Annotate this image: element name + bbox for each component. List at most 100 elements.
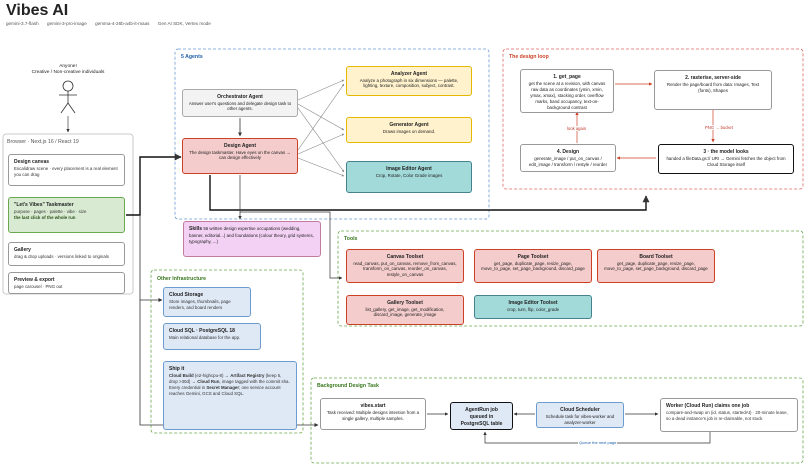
agents-frame: [174, 48, 490, 220]
png-bucket-label: PNG → bucket: [704, 125, 734, 130]
design-canvas-desc: Excalidraw scene · every placement is a …: [14, 165, 118, 177]
image-editor-toolset[interactable]: Image Editor Toolset crop, turn, flip, c…: [474, 295, 592, 319]
skills-title: Skills: [189, 226, 203, 232]
ship-it-secrets: Every credential in Secret Manager; one …: [169, 385, 291, 397]
tools-frame: [337, 230, 804, 327]
ship-it-box[interactable]: Ship it Cloud Build (e2-highcpu-8) → Art…: [163, 361, 297, 430]
generator-agent[interactable]: Generator Agent Draws images on demand.: [346, 117, 472, 143]
loop-step-2[interactable]: 2. rasterise, server-side Render the pag…: [654, 70, 772, 110]
worker-box[interactable]: Worker (Cloud Run) claims one job compar…: [660, 398, 798, 432]
bgtask-frame: [310, 377, 804, 464]
actor-desc: Creative / Non-creative individuals: [31, 70, 105, 76]
loop-step-2-desc: Render the page/board from data: Images,…: [666, 81, 760, 93]
worker-desc: compare-and-swap on (id, status, started…: [666, 409, 788, 421]
cloud-scheduler-desc: Schedule task for vibes-worker and analy…: [545, 413, 615, 425]
preview-title: Preview & export: [14, 277, 55, 283]
gallery-toolset-desc: list_gallery, get_image, get_modificatio…: [365, 306, 445, 318]
cloud-storage-box[interactable]: Cloud Storage Store images, thumbnails, …: [163, 287, 251, 317]
cloud-scheduler-box[interactable]: Cloud Scheduler Schedule task for vibes-…: [536, 402, 624, 428]
orchestrator-agent[interactable]: Orchestrator Agent Answer user's questio…: [182, 89, 298, 117]
browser-title: Browser · Next.js 16 / React 19: [7, 139, 79, 145]
queue-next-label: Queue the next page: [578, 440, 618, 445]
design-agent[interactable]: Design Agent The design taskmaster. Have…: [182, 138, 298, 174]
taskmaster-desc: purpose · pages · palette · vibe · size: [14, 208, 87, 214]
vibes-start-desc: Task received: Multiple designs intentio…: [326, 409, 420, 421]
cloud-scheduler-title: Cloud Scheduler: [560, 407, 600, 413]
taskmaster-title: "Let's Vibes" Taskmaster: [14, 202, 74, 208]
job-queue-box[interactable]: AgentRun job queued in PostgreSQL table: [450, 402, 513, 430]
analyzer-agent[interactable]: Analyzer Agent Analyze a photograph in s…: [346, 66, 472, 96]
cloud-build-spec: (e2-highcpu-8) →: [193, 372, 231, 378]
analyzer-desc: Analyze a photograph in six dimensions —…: [359, 77, 459, 89]
loop-step-3-desc: handed a fileData.gs:// URI → Gemini fet…: [666, 155, 786, 167]
cloud-run-label: Cloud Run: [197, 378, 220, 384]
canvas-toolset-desc: read_canvas, put_on_canvas, remove_from_…: [353, 260, 457, 277]
image-editor-agent[interactable]: Image Editor Agent Crop, Rotate, Color G…: [346, 161, 472, 193]
loop-step-1-desc: get the scene at a revision, with canvas…: [528, 80, 606, 110]
taskmaster-emph: the last click of the whole run: [14, 214, 76, 220]
gallery-toolset[interactable]: Gallery Toolset list_gallery, get_image,…: [346, 295, 464, 325]
design-canvas-card[interactable]: Design canvas Excalidraw scene · every p…: [8, 154, 125, 186]
taskmaster-card[interactable]: "Let's Vibes" Taskmaster purpose · pages…: [8, 197, 125, 233]
preview-desc: page carousel · PNG out: [14, 283, 63, 289]
vibes-start-box[interactable]: vibes.start Task received: Multiple desi…: [320, 398, 426, 430]
cloud-storage-desc: Store images, thumbnails, page renders, …: [169, 298, 231, 310]
board-toolset-desc: get_page, duplicate_page, resize_page, m…: [604, 260, 708, 272]
secrets-prefix: Every credential in: [169, 384, 207, 390]
design-agent-title: Design Agent: [223, 143, 257, 149]
skills-desc: 56 written design expertise occupations …: [189, 226, 314, 244]
gallery-title: Gallery: [14, 247, 31, 253]
generator-desc: Draws images on demand.: [382, 128, 436, 134]
secret-manager-label: Secret Manager: [206, 384, 240, 390]
canvas-toolset-title: Canvas Toolset: [386, 254, 424, 260]
ship-it-title: Ship it: [169, 366, 185, 372]
infra-frame: [150, 269, 304, 434]
canvas-toolset[interactable]: Canvas Toolset read_canvas, put_on_canva…: [346, 249, 464, 283]
tag-0: gemini-3.7-flash: [6, 21, 39, 26]
user-figure-icon: [59, 80, 77, 114]
image-editor-toolset-desc: crop, turn, flip, color_grade: [506, 306, 560, 312]
ship-it-pipeline: Cloud Build (e2-highcpu-8) → Artifact Re…: [169, 373, 291, 385]
orchestrator-title: Orchestrator Agent: [217, 94, 263, 100]
actor-name: Anyone!: [59, 64, 77, 69]
loop-step-4-title: 4. Design: [556, 149, 580, 155]
loop-step-3[interactable]: 3 · the model looks handed a fileData.gs…: [658, 144, 794, 174]
loop-step-1-title: 1. get_page: [553, 74, 581, 80]
page-toolset-title: Page Toolset: [517, 254, 549, 260]
gallery-card[interactable]: Gallery drag & drop uploads · versions l…: [8, 242, 125, 266]
actor-label: Anyone! Creative / Non-creative individu…: [20, 64, 116, 76]
gallery-toolset-title: Gallery Toolset: [387, 300, 423, 306]
design-canvas-title: Design canvas: [14, 159, 50, 165]
image-editor-toolset-title: Image Editor Toolset: [508, 300, 558, 306]
loop-step-2-title: 2. rasterise, server-side: [685, 75, 741, 81]
secrets-suffix: ; one service account reaches Gemini, GC…: [169, 384, 281, 396]
tools-title: Tools: [344, 236, 358, 242]
model-tags: gemini-3.7-flash gemini-3-pro-image gemm…: [6, 21, 218, 26]
cloud-sql-title: Cloud SQL · PostgreSQL 18: [169, 328, 235, 334]
infra-title: Other Infrastructure: [157, 276, 207, 282]
page-toolset[interactable]: Page Toolset get_page, duplicate_page, r…: [474, 249, 592, 283]
tag-3: Gen AI SDK, Vertex mode: [157, 21, 211, 26]
cloud-build-label: Cloud Build: [169, 372, 194, 378]
board-toolset[interactable]: Board Toolset get_page, duplicate_page, …: [597, 249, 715, 283]
loop-step-4-desc: generate_image / put_on_canvas / edit_im…: [528, 155, 608, 167]
preview-card[interactable]: Preview & export page carousel · PNG out: [8, 272, 125, 294]
browser-frame: [2, 133, 134, 295]
cloud-sql-box[interactable]: Cloud SQL · PostgreSQL 18 Main relationa…: [163, 323, 261, 350]
loop-step-3-title: 3 · the model looks: [703, 149, 749, 155]
gallery-desc: drag & drop uploads · versions linked to…: [14, 253, 109, 259]
look-again-label: look again: [566, 126, 588, 131]
analyzer-title: Analyzer Agent: [390, 71, 428, 77]
loop-frame: [502, 48, 804, 190]
tag-1: gemini-3-pro-image: [46, 21, 87, 26]
image-editor-desc: Crop, Rotate, Color Grade images: [375, 172, 443, 178]
skills-box[interactable]: Skills 56 written design expertise occup…: [183, 221, 321, 257]
image-editor-title: Image Editor Agent: [386, 166, 432, 172]
board-toolset-title: Board Toolset: [639, 254, 673, 260]
loop-step-1[interactable]: 1. get_page get the scene at a revision,…: [520, 69, 614, 113]
loop-step-4[interactable]: 4. Design generate_image / put_on_canvas…: [520, 144, 616, 172]
agents-title: 5 Agents: [181, 54, 203, 60]
design-agent-desc: The design taskmaster. Have eyes on the …: [189, 149, 291, 161]
bgtask-title: Background Design Task: [317, 383, 379, 389]
